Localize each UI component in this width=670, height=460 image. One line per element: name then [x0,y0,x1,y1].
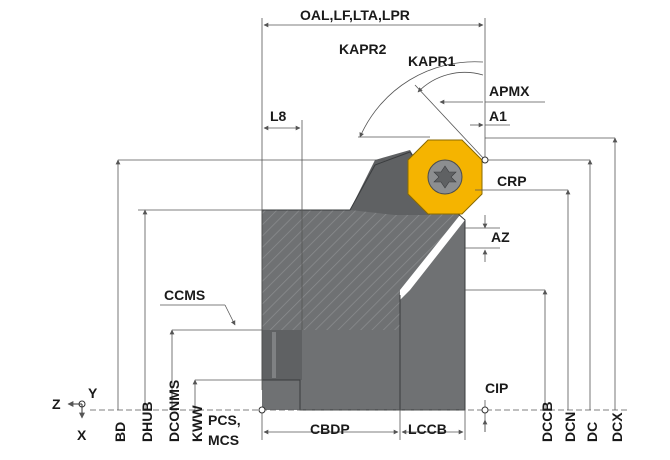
label-cbdp: CBDP [310,421,350,437]
label-lccb: LCCB [408,421,447,437]
label-dccb: DCCB [539,402,555,442]
label-oal: OAL,LF,LTA,LPR [300,7,410,23]
label-x: X [77,427,87,443]
label-dconms: DCONMS [166,380,182,442]
label-cip: CIP [485,380,508,396]
hub-left [262,330,302,380]
pcs-point-icon [258,406,266,414]
dimension-lines [90,18,630,440]
reference-points [67,156,489,419]
hub-lower [262,380,302,410]
label-y: Y [88,385,98,401]
label-ccms: CCMS [164,287,205,303]
label-kapr2: KAPR2 [339,41,387,57]
label-az: AZ [491,229,510,245]
label-crp: CRP [497,173,527,189]
label-mcs: MCS [208,432,239,448]
label-dcn: DCN [562,412,578,442]
cip-point-icon [481,406,489,414]
crp-point-icon [481,156,489,164]
hub-line [272,332,276,378]
label-z: Z [52,396,61,412]
label-bd: BD [112,422,128,442]
label-kww: KWW [189,405,205,442]
label-dhub: DHUB [139,402,155,442]
label-apmx: APMX [489,83,530,99]
insert [407,139,483,215]
label-l8: L8 [270,108,287,124]
label-pcs: PCS, [208,412,241,428]
label-kapr1: KAPR1 [408,53,456,69]
torx-icon [433,165,457,189]
labels: OAL,LF,LTA,LPR KAPR2 KAPR1 APMX A1 L8 CR… [52,7,625,448]
label-dc: DC [584,422,600,442]
label-a1: A1 [489,108,507,124]
label-dcx: DCX [609,412,625,442]
